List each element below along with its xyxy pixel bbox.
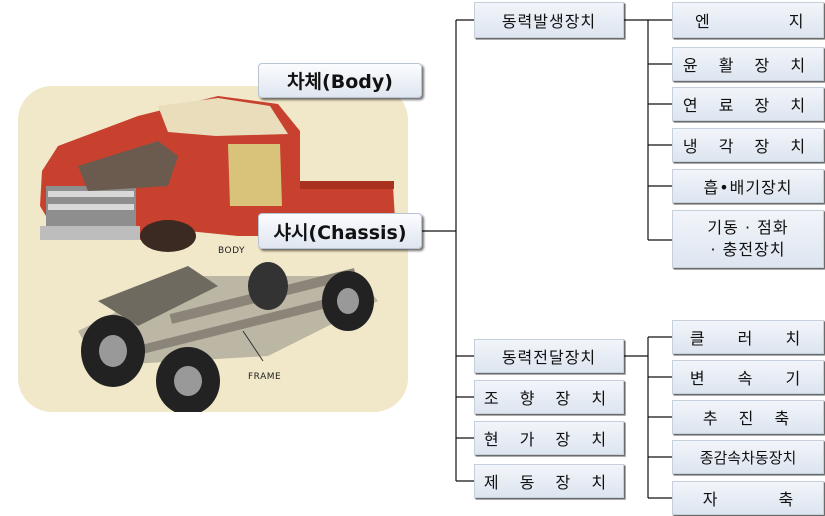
photo-body-caption: BODY xyxy=(218,246,246,256)
body-label: 차체(Body) xyxy=(258,63,422,98)
chassis-label: 샤시(Chassis) xyxy=(258,213,422,249)
cooling-system-box: 냉 각 장 치 xyxy=(672,128,824,162)
starting-ignition-line: 기동 · 점화 xyxy=(707,218,789,237)
starting-ignition-charging-box: 기동 · 점화 · 충전장치 xyxy=(672,210,824,268)
power-transmission-box: 동력전달장치 xyxy=(474,339,624,373)
power-generation-box: 동력발생장치 xyxy=(474,2,624,38)
final-drive-differential-box: 종감속차동장치 xyxy=(672,440,824,474)
axle-box: 자 축 xyxy=(672,481,824,515)
steering-box: 조 향 장 치 xyxy=(474,380,624,414)
fuel-system-box: 연 료 장 치 xyxy=(672,87,824,121)
vehicle-illustration: BODY FRAME xyxy=(18,86,408,412)
intake-exhaust-box: 흡•배기장치 xyxy=(672,169,824,203)
photo-frame-caption: FRAME xyxy=(248,372,282,382)
engine-box: 엔 지 xyxy=(672,2,824,38)
charging-line: · 충전장치 xyxy=(710,240,786,259)
engine-label: 엔 지 xyxy=(695,12,804,31)
clutch-box: 클 러 치 xyxy=(672,320,824,354)
transmission-box: 변 속 기 xyxy=(672,360,824,394)
braking-box: 제 동 장 치 xyxy=(474,464,624,498)
propeller-shaft-box: 추 진 축 xyxy=(672,400,824,434)
suspension-box: 현 가 장 치 xyxy=(474,421,624,455)
lubrication-box: 윤 활 장 치 xyxy=(672,47,824,81)
